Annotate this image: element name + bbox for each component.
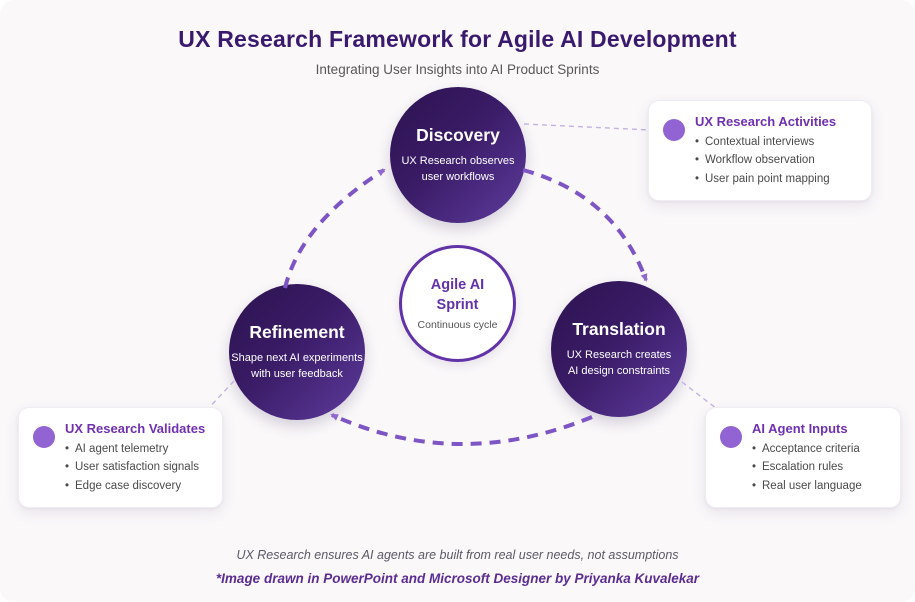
callout-activities-item: User pain point mapping [695,170,836,189]
callout-ux-research-activities: UX Research Activities Contextual interv… [648,100,872,202]
callout-validates-item: AI agent telemetry [65,440,205,459]
callout-inputs-item: Real user language [752,477,862,496]
footer-credit: *Image drawn in PowerPoint and Microsoft… [215,571,700,586]
node-translation-desc-line2: AI design constraints [567,365,671,377]
page-subtitle: Integrating User Insights into AI Produc… [315,62,600,77]
callout-activities-body: UX Research Activities Contextual interv… [695,114,837,189]
callout-ux-research-validates: UX Research Validates AI agent telemetry… [18,407,223,509]
callout-activities-item: Workflow observation [695,151,836,170]
callout-inputs-title: AI Agent Inputs [752,421,848,436]
arc-refinement-to-discovery [283,168,386,289]
arc-translation-to-refinement [330,413,593,446]
callout-validates-item: Edge case discovery [65,477,205,496]
callout-validates-body: UX Research Validates AI agent telemetry… [65,421,206,496]
callout-validates-title: UX Research Validates [65,421,206,436]
footer-note: UX Research ensures AI agents are built … [236,548,679,562]
node-refinement: Refinement Shape next AI experiments wit… [229,284,365,420]
center-node-title: Agile AI Sprint [431,276,484,315]
center-node-agile-ai-sprint: Agile AI Sprint Continuous cycle [399,245,516,362]
callout-activities-item: Contextual interviews [695,133,836,152]
center-node-subtitle: Continuous cycle [417,318,498,331]
node-discovery-desc-line2: user workflows [421,171,495,183]
node-discovery: Discovery UX Research observes user work… [390,87,526,223]
callout-inputs-item: Acceptance criteria [752,440,862,459]
node-translation-desc: UX Research creates AI design constraint… [546,347,692,380]
callout-ai-agent-inputs: AI Agent Inputs Acceptance criteria Esca… [705,407,901,509]
callout-activities-title: UX Research Activities [695,114,837,129]
center-node-title-line1: Agile AI [430,277,485,294]
node-discovery-title: Discovery [416,124,500,145]
node-translation-title: Translation [572,318,666,339]
callout-validates-list: AI agent telemetry User satisfaction sig… [65,440,205,496]
bullet-dot-icon [33,426,55,448]
center-node-title-line2: Sprint [436,297,479,313]
connector-discovery-to-activities [523,123,651,131]
bullet-dot-icon [720,426,742,448]
node-refinement-desc: Shape next AI experiments with user feed… [224,350,370,383]
arc-discovery-to-translation [522,168,648,282]
node-refinement-title: Refinement [249,321,345,342]
page-title: UX Research Framework for Agile AI Devel… [178,26,737,52]
node-refinement-desc-line2: with user feedback [251,368,343,380]
callout-inputs-body: AI Agent Inputs Acceptance criteria Esca… [752,421,862,496]
bullet-dot-icon [663,119,685,141]
callout-inputs-list: Acceptance criteria Escalation rules Rea… [752,440,862,496]
node-translation-desc-line1: UX Research creates [566,348,672,361]
node-discovery-desc: UX Research observes user workflows [385,153,531,186]
node-discovery-desc-line1: UX Research observes [401,154,515,167]
callout-inputs-item: Escalation rules [752,458,862,477]
callout-activities-list: Contextual interviews Workflow observati… [695,133,836,189]
node-refinement-desc-line1: Shape next AI experiments [231,351,363,364]
node-translation: Translation UX Research creates AI desig… [551,281,687,417]
callout-validates-item: User satisfaction signals [65,458,205,477]
